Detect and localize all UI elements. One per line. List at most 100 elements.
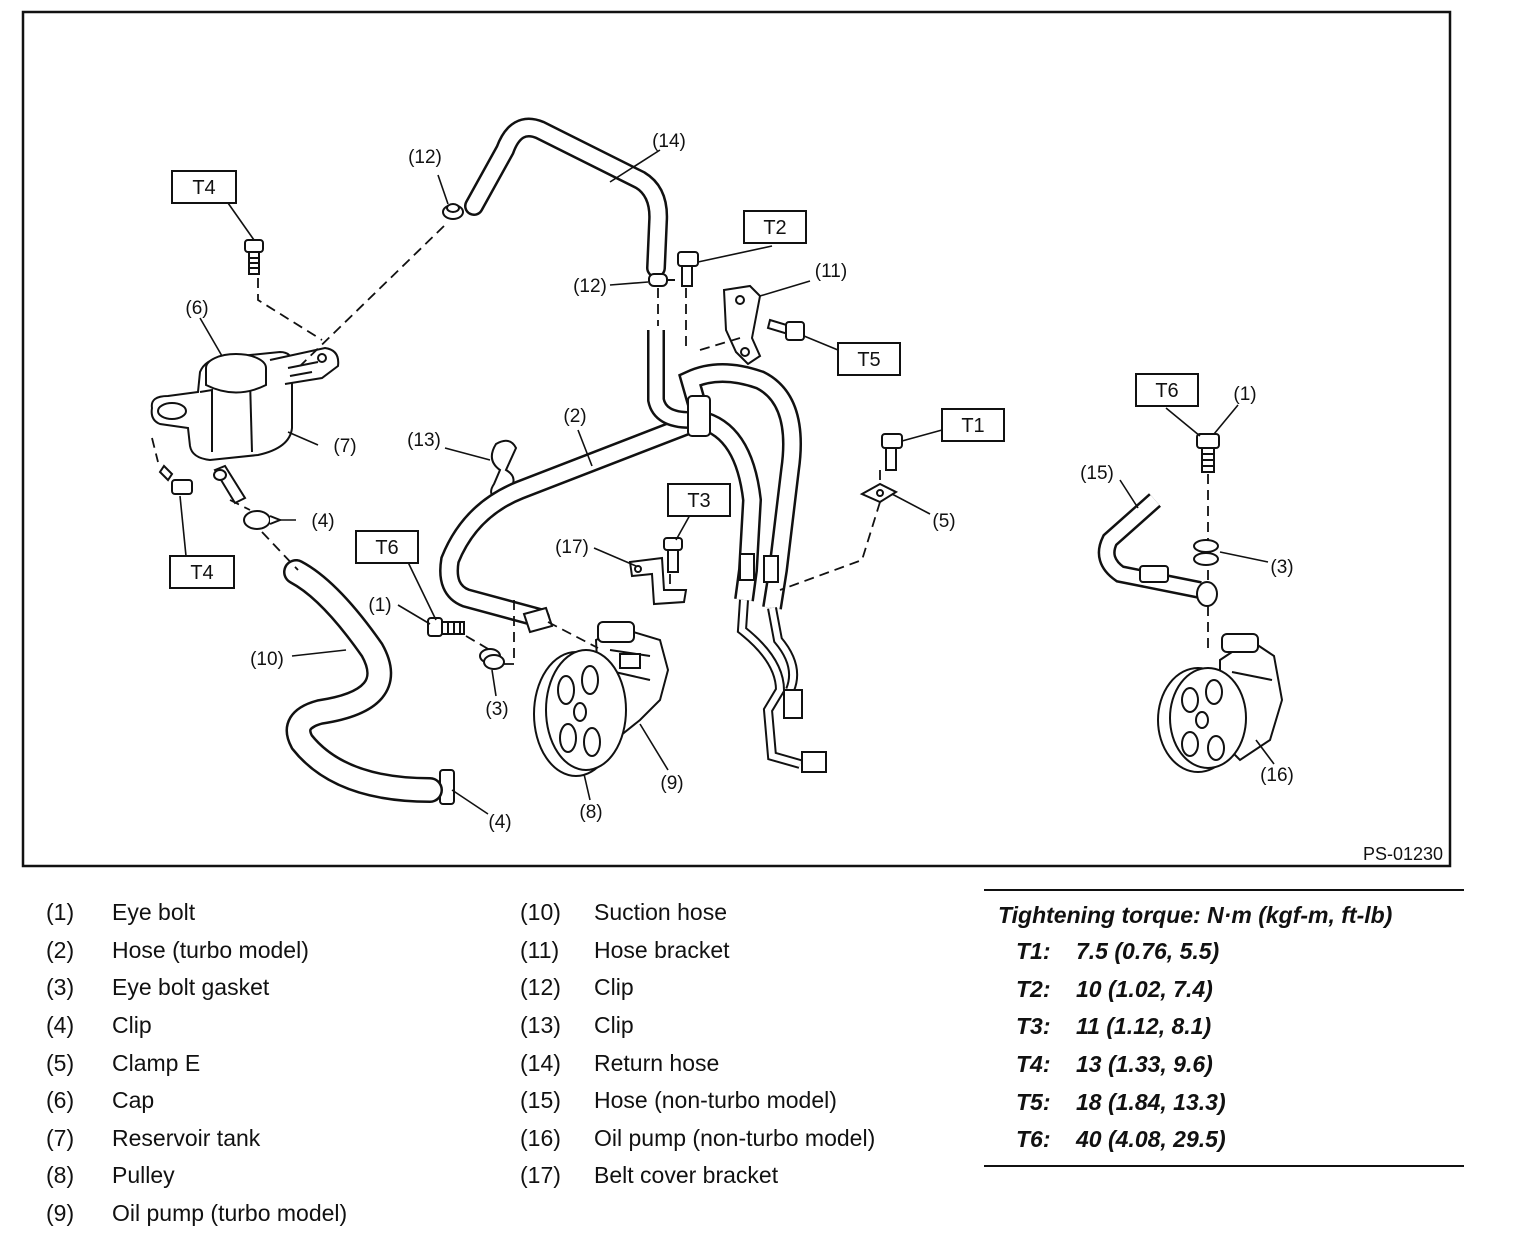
legend-item-number: (10) (520, 899, 561, 926)
bolt-t2 (677, 251, 699, 287)
torque-rows: T1:7.5 (0.76, 5.5)T2:10 (1.02, 7.4)T3:11… (984, 933, 1464, 1159)
clip-12-upper (442, 203, 464, 220)
callout-4-upper: (4) (311, 511, 334, 532)
hose-bracket (722, 284, 762, 366)
torque-box-t6-left: T6 (355, 530, 419, 564)
torque-row: T1:7.5 (0.76, 5.5) (984, 933, 1464, 971)
legend-item: (5) Clamp E (46, 1044, 347, 1082)
legend-item: (17)Belt cover bracket (520, 1157, 875, 1195)
legend-item: (8)Pulley (46, 1157, 347, 1195)
legend-item-number: (2) (46, 936, 75, 963)
svg-text:T4: T4 (190, 562, 213, 584)
svg-text:T6: T6 (375, 537, 398, 559)
legend-item-number: (6) (46, 1087, 75, 1114)
callout-1-left: (1) (368, 595, 391, 616)
legend-item-number: (17) (520, 1162, 561, 1189)
legend-item-number: (13) (520, 1012, 561, 1039)
torque-box-t5: T5 (837, 342, 901, 376)
torque-value: 13 (1.33, 9.6) (1076, 1051, 1213, 1078)
callout-11: (11) (815, 261, 847, 282)
legend-item: (15) Hose (non-turbo model) (520, 1082, 875, 1120)
torque-row: T6:40 (4.08, 29.5) (984, 1121, 1464, 1159)
callout-3-left: (3) (485, 699, 508, 720)
legend-item-label: Hose (turbo model) (112, 936, 309, 963)
diagram-border (21, 10, 1452, 868)
callout-labels: (12) (14) (12) (11) (6) (7) (2) (13) (4)… (185, 131, 1294, 833)
torque-value: 40 (4.08, 29.5) (1076, 1126, 1226, 1153)
callout-12-upper: (12) (408, 147, 442, 168)
legend-item-label: Pulley (112, 1162, 175, 1189)
hose-connectors (522, 395, 827, 773)
legend-item-number: (16) (520, 1124, 561, 1151)
callout-10: (10) (250, 649, 284, 670)
svg-text:T1: T1 (961, 415, 984, 437)
gasket-right (1193, 539, 1219, 566)
legend-item-label: Return hose (594, 1049, 720, 1076)
torque-table: Tightening torque: N·m (kgf-m, ft-lb) T1… (984, 889, 1464, 1167)
legend-item-label: Hose bracket (594, 936, 730, 963)
diagram-svg: T4 T4 T2 T5 T1 T3 T6 T6 (12) (14) (12) (… (21, 10, 1452, 868)
legend-item: (7) Reservoir tank (46, 1120, 347, 1158)
legend-item-number: (7) (46, 1124, 75, 1151)
legend-item-number: (3) (46, 974, 75, 1001)
callout-6: (6) (185, 298, 208, 319)
torque-box-t3: T3 (667, 483, 731, 517)
torque-code: T3: (1016, 1013, 1051, 1040)
legend-item-label: Clamp E (112, 1049, 201, 1076)
bolt-t1 (881, 433, 903, 471)
suction-hose (283, 559, 443, 803)
torque-code: T5: (1016, 1088, 1051, 1115)
assembly-lines (151, 225, 1209, 665)
legend-item: (13) Clip (520, 1007, 875, 1045)
legend-item-label: Clip (112, 1012, 152, 1039)
callout-15: (15) (1080, 463, 1114, 484)
callout-4-lower: (4) (488, 812, 511, 833)
clip-4-upper (243, 510, 283, 530)
torque-row: T5: 18 (1.84, 13.3) (984, 1083, 1464, 1121)
legend-item-label: Cap (112, 1087, 155, 1114)
torque-table-heading: Tightening torque: N·m (kgf-m, ft-lb) (998, 902, 1393, 928)
legend-item-label: Clip (594, 1012, 634, 1039)
callout-12-lower: (12) (573, 276, 607, 297)
bolt-t4-lower (158, 464, 193, 495)
legend-item-label: Eye bolt gasket (112, 974, 270, 1001)
hose-non-turbo (1097, 493, 1202, 599)
bolt-t3 (663, 537, 683, 573)
legend-item: (9) Oil pump (turbo model) (46, 1195, 347, 1233)
legend-item: (4) Clip (46, 1007, 347, 1045)
callout-9: (9) (660, 773, 683, 794)
reservoir-outlet (213, 464, 247, 505)
torque-value: 18 (1.84, 13.3) (1076, 1088, 1226, 1115)
gasket-left (479, 648, 505, 670)
legend-item-label: Oil pump (turbo model) (112, 1200, 348, 1227)
torque-row: T2:10 (1.02, 7.4) (984, 971, 1464, 1009)
legend-item-number: (1) (46, 899, 75, 926)
legend-item-number: (5) (46, 1049, 75, 1076)
legend-item-label: Oil pump (non-turbo model) (594, 1124, 876, 1151)
legend-left-column: (1)Eye bolt(2)Hose (turbo model)(3)Eye b… (46, 894, 347, 1232)
legend-item-label: Hose (non-turbo model) (594, 1087, 837, 1114)
legend-item-label: Clip (594, 974, 634, 1001)
legend-item-number: (9) (46, 1200, 75, 1227)
torque-box-t6-right: T6 (1135, 373, 1199, 407)
return-hose (464, 117, 669, 278)
callout-2: (2) (563, 406, 586, 427)
exploded-diagram: T4 T4 T2 T5 T1 T3 T6 T6 (12) (14) (12) (… (21, 10, 1452, 868)
figure-reference-code: PS-01230 (1363, 844, 1443, 864)
legend-item: (14) Return hose (520, 1044, 875, 1082)
belt-cover-bracket (628, 556, 688, 606)
callout-3-right: (3) (1270, 557, 1293, 578)
legend-item-number: (15) (520, 1087, 561, 1114)
legend-item: (12) Clip (520, 969, 875, 1007)
legend-item-number: (14) (520, 1049, 561, 1076)
eye-bolt-right (1196, 433, 1220, 473)
legend-item-number: (12) (520, 974, 561, 1001)
legend-item: (2) Hose (turbo model) (46, 932, 347, 970)
legend-item-number: (4) (46, 1012, 75, 1039)
legend-item: (16) Oil pump (non-turbo model) (520, 1120, 875, 1158)
leader-lines (179, 149, 1275, 815)
svg-text:T5: T5 (857, 349, 880, 371)
hose-non-turbo-fittings (1139, 565, 1218, 607)
legend-item-label: Reservoir tank (112, 1124, 261, 1151)
legend-item: (3) Eye bolt gasket (46, 969, 347, 1007)
